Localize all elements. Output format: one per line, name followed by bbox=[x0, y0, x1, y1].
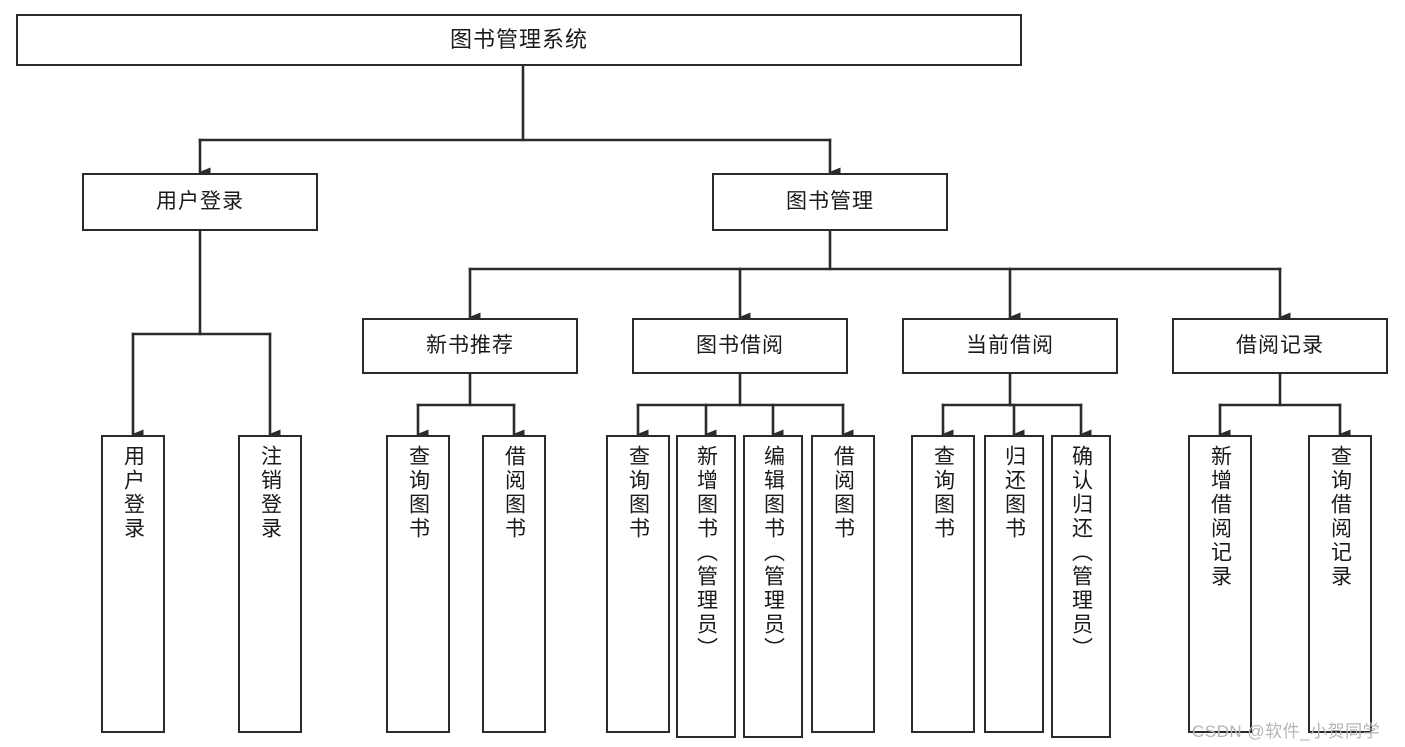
node-label: 用户登录 bbox=[156, 190, 244, 214]
node-borrow-record[interactable]: 借阅记录 bbox=[1172, 318, 1388, 374]
node-label: 借阅记录 bbox=[1236, 334, 1324, 358]
node-current-borrow[interactable]: 当前借阅 bbox=[902, 318, 1118, 374]
node-label: 确认归还（管理员） bbox=[1069, 445, 1093, 661]
node-label: 归还图书 bbox=[1002, 445, 1026, 541]
node-new-book-recommend[interactable]: 新书推荐 bbox=[362, 318, 578, 374]
node-leaf-query-book-current[interactable]: 查询图书 bbox=[911, 435, 975, 733]
node-leaf-query-book-rec[interactable]: 查询图书 bbox=[386, 435, 450, 733]
node-leaf-borrow-book-rec[interactable]: 借阅图书 bbox=[482, 435, 546, 733]
node-leaf-return-book[interactable]: 归还图书 bbox=[984, 435, 1044, 733]
node-label: 借阅图书 bbox=[502, 445, 526, 541]
node-leaf-query-borrow-record[interactable]: 查询借阅记录 bbox=[1308, 435, 1372, 733]
node-leaf-add-borrow-record[interactable]: 新增借阅记录 bbox=[1188, 435, 1252, 733]
tree-edges bbox=[131, 64, 1351, 439]
node-label: 图书管理 bbox=[786, 190, 874, 214]
node-label: 查询图书 bbox=[626, 445, 650, 541]
node-label: 编辑图书（管理员） bbox=[761, 445, 785, 661]
node-label: 当前借阅 bbox=[966, 334, 1054, 358]
node-label: 注销登录 bbox=[258, 445, 282, 541]
node-leaf-query-book-borrow[interactable]: 查询图书 bbox=[606, 435, 670, 733]
node-label: 用户登录 bbox=[121, 445, 145, 541]
csdn-watermark: CSDN @软件_小贺同学 bbox=[1192, 722, 1381, 741]
node-label: 图书借阅 bbox=[696, 334, 784, 358]
node-leaf-edit-book-admin[interactable]: 编辑图书（管理员） bbox=[743, 435, 803, 738]
node-root[interactable]: 图书管理系统 bbox=[16, 14, 1022, 66]
node-leaf-user-login[interactable]: 用户登录 bbox=[101, 435, 165, 733]
node-leaf-borrow-book-borrow[interactable]: 借阅图书 bbox=[811, 435, 875, 733]
node-leaf-add-book-admin[interactable]: 新增图书（管理员） bbox=[676, 435, 736, 738]
node-label: 新增图书（管理员） bbox=[694, 445, 718, 661]
node-leaf-confirm-return-admin[interactable]: 确认归还（管理员） bbox=[1051, 435, 1111, 738]
node-book-borrow[interactable]: 图书借阅 bbox=[632, 318, 848, 374]
node-label: 新书推荐 bbox=[426, 334, 514, 358]
node-leaf-user-logout[interactable]: 注销登录 bbox=[238, 435, 302, 733]
node-label: 图书管理系统 bbox=[449, 26, 588, 52]
node-label: 查询图书 bbox=[406, 445, 430, 541]
node-label: 查询图书 bbox=[931, 445, 955, 541]
node-label: 借阅图书 bbox=[831, 445, 855, 541]
node-label: 新增借阅记录 bbox=[1208, 445, 1232, 589]
node-label: 查询借阅记录 bbox=[1328, 445, 1352, 589]
node-user-login[interactable]: 用户登录 bbox=[82, 173, 318, 231]
node-book-manage[interactable]: 图书管理 bbox=[712, 173, 948, 231]
